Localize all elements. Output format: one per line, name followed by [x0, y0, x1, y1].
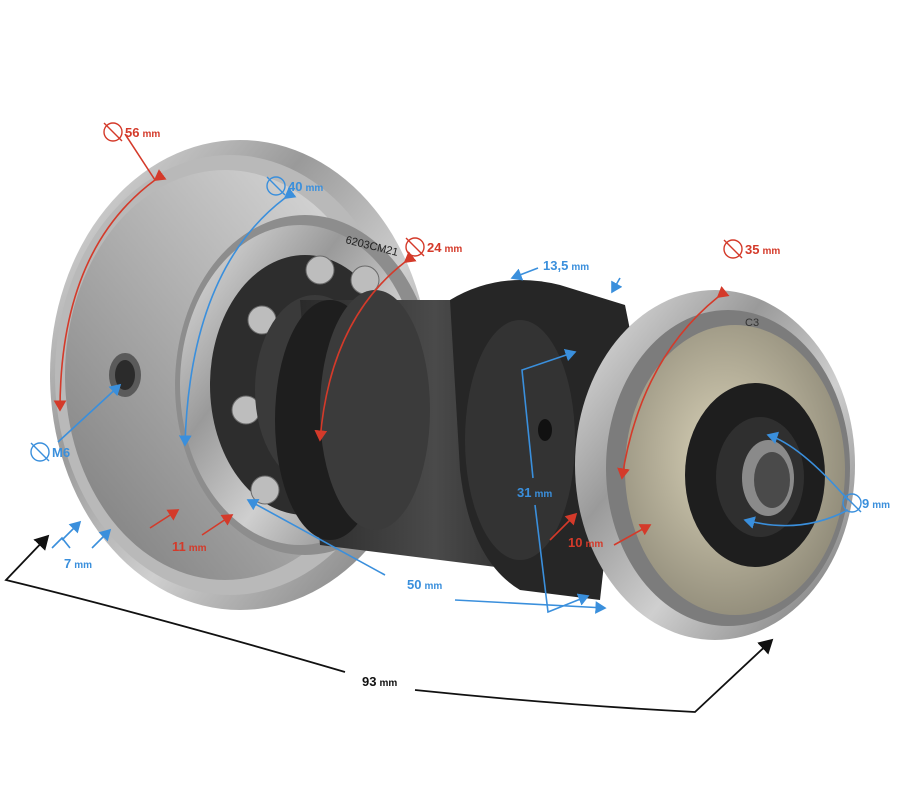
- dimension-lines: [4, 133, 849, 713]
- svg-text:9mm: 9mm: [862, 496, 890, 511]
- svg-text:M6: M6: [52, 445, 70, 460]
- small-bearing-marking: C3: [745, 317, 759, 329]
- svg-text:13,5mm: 13,5mm: [543, 258, 589, 273]
- camshaft-assembly: [50, 140, 855, 640]
- svg-text:7mm: 7mm: [64, 556, 92, 571]
- diameter-symbols: [30, 122, 862, 513]
